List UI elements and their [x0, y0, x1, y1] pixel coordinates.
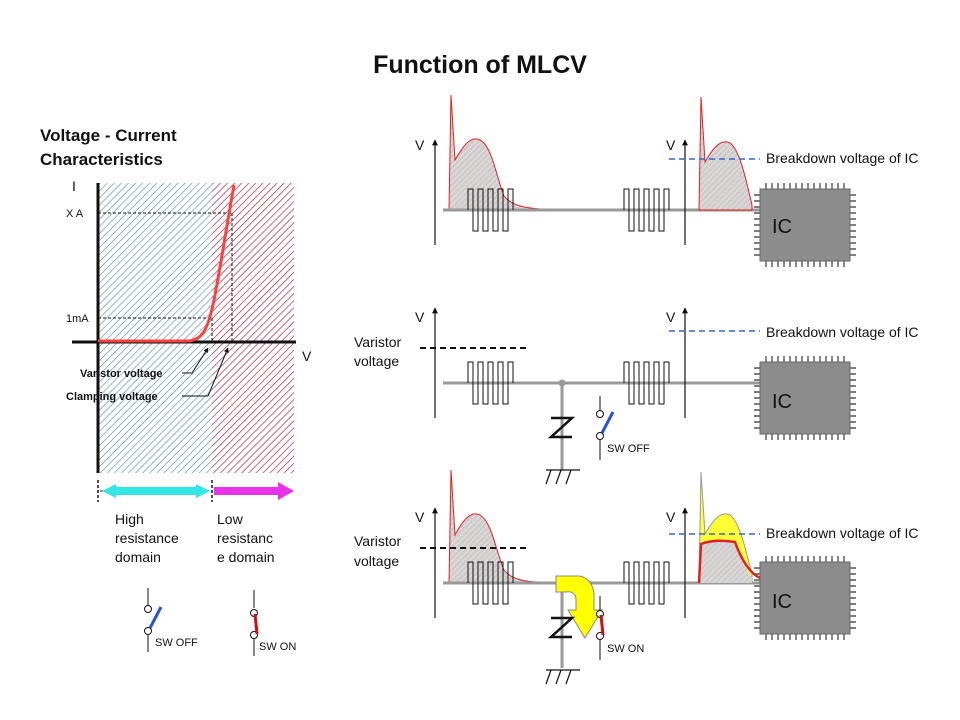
varistor-voltage-label-1: Varistor: [354, 334, 402, 350]
breakdown-voltage-label: Breakdown voltage of IC: [766, 324, 919, 340]
v-label-right: V: [666, 509, 676, 525]
scenario-row-2: V Varistor voltage SW OFF V Breakdown vo…: [354, 307, 919, 485]
ic-label: IC: [772, 216, 792, 238]
pulse-train-left: [467, 561, 514, 605]
varistor-z-symbol: [547, 416, 576, 439]
surge-waveform-right: [698, 96, 753, 211]
clamping-voltage-label: Clamping voltage: [66, 391, 158, 403]
vi-characteristics-chart: Voltage - Current Characteristics I V X …: [40, 126, 312, 656]
scenario-row-3: V Varistor voltage SW ON V Breakdown vol…: [354, 469, 919, 685]
vi-heading-line2: Characteristics: [40, 150, 163, 169]
vi-x-axis-label: V: [302, 348, 312, 364]
v-label-left: V: [415, 137, 425, 153]
high-resistance-arrow: [100, 484, 210, 498]
scenario-row-1: V V Breakdown voltage of IC IC: [415, 94, 919, 267]
varistor-voltage-label: Varistor voltage: [80, 368, 163, 380]
switch-off-label: SW OFF: [155, 637, 198, 649]
high-domain-label-2: resistance: [115, 530, 179, 546]
low-domain-label-1: Low: [217, 511, 244, 527]
pulse-train-mid: [623, 561, 670, 605]
varistor-voltage-label-2: voltage: [354, 353, 399, 369]
low-resistance-region: [212, 183, 294, 473]
varistor-voltage-pointer: [182, 347, 209, 374]
pulse-train-mid: [623, 361, 670, 405]
low-domain-label-3: e domain: [217, 549, 275, 565]
tick-xa: X A: [66, 208, 84, 220]
high-domain-label-1: High: [115, 511, 144, 527]
ic-chip-icon: [754, 183, 856, 267]
switch-on-icon: [250, 590, 259, 656]
switch-on-label: SW ON: [259, 641, 296, 653]
varistor-voltage-label-1: Varistor: [354, 533, 402, 549]
clamping-voltage-pointer: [182, 347, 229, 397]
v-label-left: V: [415, 509, 425, 525]
ic-chip-icon: [754, 356, 856, 440]
ground-icon: [545, 669, 580, 685]
high-domain-label-3: domain: [115, 549, 161, 565]
v-label-right: V: [666, 309, 676, 325]
pulse-train-left: [467, 361, 514, 405]
v-label-left: V: [415, 309, 425, 325]
varistor-z-symbol: [547, 616, 576, 639]
page-title: Function of MLCV: [373, 51, 587, 79]
ic-chip-icon: [754, 556, 856, 640]
surge-waveform-left: [448, 94, 542, 211]
breakdown-voltage-label: Breakdown voltage of IC: [766, 525, 919, 541]
high-resistance-region: [98, 183, 212, 473]
breakdown-voltage-label: Breakdown voltage of IC: [766, 150, 919, 166]
vi-y-axis-label: I: [72, 178, 76, 194]
switch-off-icon: [144, 588, 163, 652]
ic-label: IC: [772, 391, 792, 413]
surge-diversion-arrow: [555, 575, 603, 639]
tick-1ma: 1mA: [66, 313, 89, 325]
switch-off-icon: [596, 396, 615, 460]
switch-on-icon: [596, 596, 605, 660]
switch-label: SW OFF: [607, 443, 650, 455]
vi-heading-line1: Voltage - Current: [40, 126, 177, 145]
switch-label: SW ON: [607, 643, 644, 655]
vi-curve: [98, 184, 236, 343]
low-domain-label-2: resistanc: [217, 530, 273, 546]
surge-waveform-left: [448, 469, 542, 584]
ground-icon: [545, 469, 580, 485]
varistor-voltage-label-2: voltage: [354, 553, 399, 569]
low-resistance-arrow: [214, 482, 294, 500]
ic-label: IC: [772, 591, 792, 613]
v-label-right: V: [666, 137, 676, 153]
pulse-train-mid: [623, 188, 670, 232]
pulse-train-left: [467, 188, 514, 232]
